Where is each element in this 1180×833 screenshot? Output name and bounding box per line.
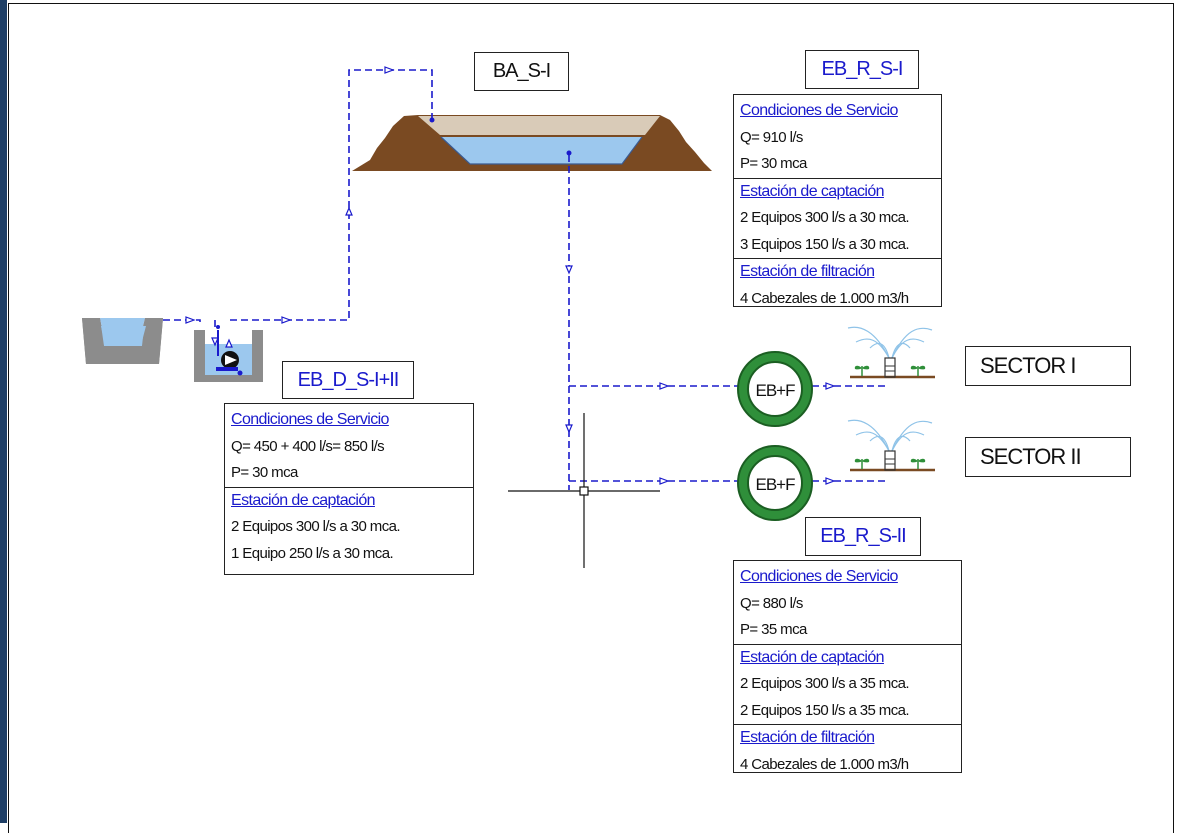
service-conditions-heading: Condiciones de Servicio [740,568,898,585]
info-box-eb-d: Condiciones de Servicio Q= 450 + 400 l/s… [224,403,474,575]
pipe-channel-to-sump [163,319,201,322]
sector2-label: SECTOR II [965,437,1131,477]
station-ring-sector2 [737,445,813,521]
pressure-value: P= 30 mca [740,155,807,172]
intake-equipment-2: 1 Equipo 250 l/s a 30 mca. [231,544,394,562]
intake-station-heading: Estación de captación [225,486,473,515]
station-label-sector2: EB+F [756,475,796,494]
pump-sump [194,325,263,382]
reservoir-water [441,137,642,164]
intake-station-heading: Estación de captación [734,177,941,206]
window-edge [0,0,7,823]
intake-equipment-1: 2 Equipos 300 l/s a 35 mca. [740,675,910,692]
flow-value: Q= 450 + 400 l/s= 850 l/s [231,437,385,455]
eb-r-s2-tag: EB_R_S-II [805,517,921,556]
intake-channel [82,318,163,364]
flow-arrows [185,66,836,485]
reservoir-inlet-node [429,117,435,123]
sprinkler-icon-sector1 [847,326,935,379]
intake-equipment-2: 3 Equipos 150 l/s a 30 mca. [740,235,910,253]
crosshair-cursor-icon [508,413,660,568]
service-conditions-heading: Condiciones de Servicio [740,102,898,119]
filtration-heads: 4 Cabezales de 1.000 m3/h [740,755,909,773]
flow-value: Q= 880 l/s [740,594,803,612]
intake-equipment-1: 2 Equipos 300 l/s a 30 mca. [740,209,910,226]
pressure-value: P= 30 mca [231,464,298,481]
intake-equipment-2: 2 Equipos 150 l/s a 35 mca. [740,701,910,719]
pressure-value: P= 35 mca [740,621,807,638]
reservoir-tag: BA_S-I [474,52,569,91]
intake-station-heading: Estación de captación [734,643,961,672]
filtration-station-heading: Estación de filtración [734,258,941,286]
info-box-eb-r-s1: Condiciones de Servicio Q= 910 l/s P= 30… [733,94,942,307]
sector1-label: SECTOR I [965,346,1131,386]
eb-d-tag: EB_D_S-I+II [282,361,414,399]
reservoir-crest [418,116,660,135]
reservoir [352,115,712,171]
sprinkler-icon-sector2 [847,419,935,472]
pipe-sump-to-reservoir [230,69,433,321]
intake-equipment-1: 2 Equipos 300 l/s a 30 mca. [231,518,401,535]
info-box-eb-r-s2: Condiciones de Servicio Q= 880 l/s P= 35… [733,560,962,773]
reservoir-outlet-node [566,150,572,156]
service-conditions-heading: Condiciones de Servicio [231,411,389,428]
filtration-heads: 4 Cabezales de 1.000 m3/h [740,289,909,307]
drawing-frame [8,3,1174,833]
station-label-sector1: EB+F [756,381,796,400]
filtration-station-heading: Estación de filtración [734,724,961,752]
pipe-network [163,69,888,490]
eb-r-s1-tag: EB_R_S-I [805,50,919,89]
station-ring-sector1 [737,351,813,427]
reservoir-water-edge [440,136,643,165]
flow-value: Q= 910 l/s [740,128,803,146]
